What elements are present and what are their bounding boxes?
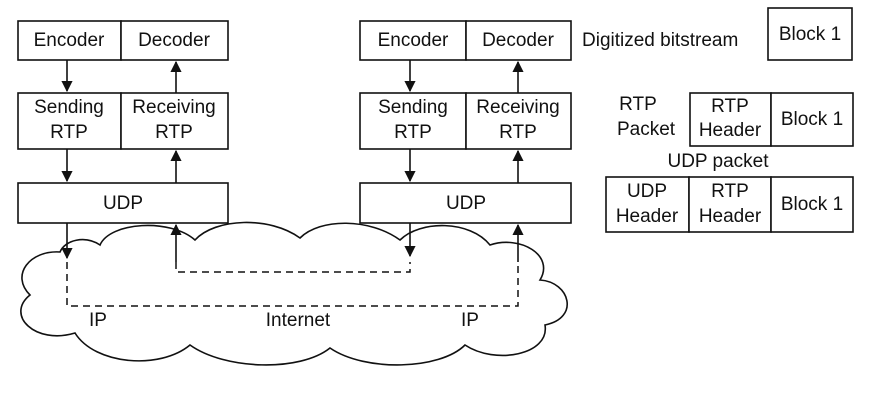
left-udp-label: UDP	[103, 193, 143, 214]
packet-legend: Digitized bitstream Block 1 RTP Packet R…	[582, 7, 854, 233]
right-sending-rtp-label: Sending	[378, 97, 448, 118]
rtp-packet-block-box	[770, 92, 854, 147]
left-decoder-box	[120, 20, 229, 61]
rtp-packet-label-2: Packet	[617, 119, 676, 140]
udp-block-box	[770, 176, 854, 233]
udp-block-label: Block 1	[781, 194, 843, 215]
bitstream-block-box	[767, 7, 853, 61]
udp-packet-label: UDP packet	[667, 151, 769, 172]
left-decoder-label: Decoder	[138, 30, 210, 51]
left-encoder-box	[17, 20, 122, 61]
right-receiving-rtp-label-2: RTP	[499, 122, 537, 143]
left-sending-rtp-label: Sending	[34, 97, 104, 118]
ip-right-label: IP	[461, 310, 479, 331]
left-sending-rtp-label-2: RTP	[50, 122, 88, 143]
udp-header-label-2: Header	[616, 206, 679, 227]
right-encoder-box	[359, 20, 467, 61]
ip-path-outer	[66, 262, 519, 307]
right-udp-box	[359, 182, 572, 224]
rtp-packet-header-label-2: Header	[699, 120, 762, 141]
right-udp-label: UDP	[446, 193, 486, 214]
right-decoder-box	[465, 20, 572, 61]
left-receiving-rtp-box	[120, 92, 229, 150]
rtp-packet-header-label: RTP	[711, 96, 749, 117]
left-receiving-rtp-label: Receiving	[132, 97, 215, 118]
right-receiving-rtp-label: Receiving	[476, 97, 559, 118]
left-encoder-label: Encoder	[34, 30, 105, 51]
udp-rtp-header-label: RTP	[711, 181, 749, 202]
left-receiving-rtp-label-2: RTP	[155, 122, 193, 143]
internet-cloud	[20, 221, 568, 366]
rtp-packet-label: RTP	[619, 94, 657, 115]
digitized-bitstream-label: Digitized bitstream	[582, 30, 738, 51]
udp-header-label: UDP	[627, 181, 667, 202]
right-sending-rtp-box	[359, 92, 467, 150]
bitstream-block-label: Block 1	[779, 24, 841, 45]
rtp-packet-block-label: Block 1	[781, 109, 843, 130]
right-protocol-stack: Encoder Decoder Sending RTP Receiving RT…	[359, 20, 572, 262]
ip-path-inner	[175, 262, 411, 273]
internet-label: Internet	[266, 310, 331, 331]
udp-rtp-header-label-2: Header	[699, 206, 762, 227]
left-sending-rtp-box	[17, 92, 122, 150]
left-protocol-stack: Encoder Decoder Sending RTP Receiving RT…	[17, 20, 229, 262]
right-decoder-label: Decoder	[482, 30, 554, 51]
ip-left-label: IP	[89, 310, 107, 331]
right-sending-rtp-label-2: RTP	[394, 122, 432, 143]
left-udp-box	[17, 182, 229, 224]
udp-rtp-header-box	[688, 176, 772, 233]
right-encoder-label: Encoder	[378, 30, 449, 51]
udp-header-box	[605, 176, 690, 233]
